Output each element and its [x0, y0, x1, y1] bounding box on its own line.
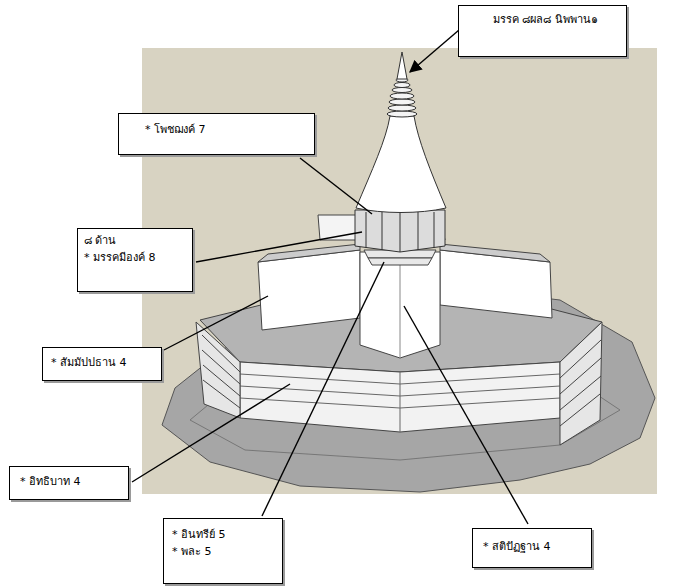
right-stair-steps — [560, 340, 601, 426]
callout-label: * พละ 5 — [172, 544, 274, 561]
right-stairs — [560, 322, 602, 445]
bell-dome — [356, 116, 446, 213]
callout-box: มรรค ๘ผล๘ นิพพาน๑ — [458, 5, 627, 57]
callout-label: มรรค ๘ผล๘ นิพพาน๑ — [493, 12, 616, 29]
left-wing — [258, 250, 360, 330]
callout-box: ๘ ด้าน* มรรคมีองค์ 8 — [77, 228, 193, 292]
spire-rings — [387, 78, 417, 117]
leader-line — [196, 232, 362, 262]
leader-line — [262, 262, 384, 516]
callout-label: * อิทธิบาท 4 — [20, 474, 120, 491]
right-wing-roof — [440, 244, 550, 262]
terrace-face — [240, 362, 560, 432]
drum-panels — [366, 212, 434, 252]
callout-label: * มรรคมีองค์ 8 — [84, 250, 184, 267]
leader-line — [164, 296, 268, 350]
leader-line — [132, 384, 290, 482]
callout-box: * อิทธิบาท 4 — [9, 466, 129, 500]
callout-label: * สติปัฏฐาน 4 — [483, 539, 583, 556]
left-wing-roof — [258, 244, 360, 262]
callout-box: * สติปัฏฐาน 4 — [472, 528, 592, 568]
terrace-bands — [240, 372, 560, 432]
callout-label: ๘ ด้าน — [84, 233, 184, 250]
callout-box: * อินทรีย์ 5* พละ 5 — [163, 518, 283, 584]
leader-line — [404, 306, 528, 524]
callout-box: * สัมมัปปธาน 4 — [42, 347, 162, 381]
callout-label: * อินทรีย์ 5 — [172, 527, 274, 544]
leader-line — [300, 158, 372, 214]
callout-label: * สัมมัปปธาน 4 — [51, 355, 153, 372]
callout-box: * โพชฌงค์ 7 — [118, 113, 315, 155]
center-block — [360, 252, 440, 358]
drum — [355, 210, 445, 252]
spire-tip — [397, 52, 407, 79]
center-edge — [400, 262, 401, 358]
left-stair-steps — [202, 335, 240, 408]
left-stairs — [196, 322, 240, 418]
callout-label: * โพชฌงค์ 7 — [145, 122, 304, 139]
